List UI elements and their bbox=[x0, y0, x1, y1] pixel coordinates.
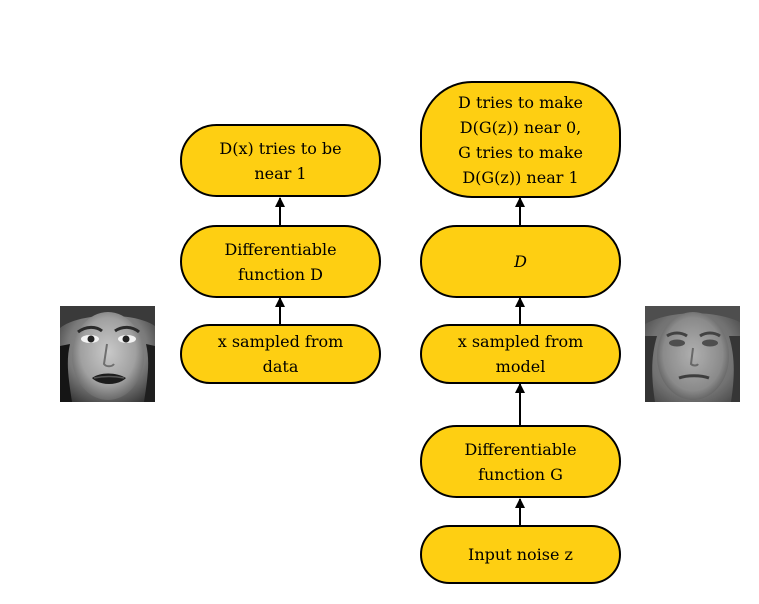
generator-line-1: Differentiable bbox=[464, 439, 577, 459]
model-sample-node: x sampled from model bbox=[420, 324, 621, 384]
game-output-line-3: G tries to make bbox=[458, 142, 583, 162]
discriminator-left-line-2: function D bbox=[238, 264, 323, 284]
real-face-image bbox=[60, 306, 155, 402]
game-output-line-2: D(G(z)) near 0, bbox=[459, 117, 582, 137]
data-sample-line-1: x sampled from bbox=[217, 332, 344, 351]
input-noise-label: Input noise z bbox=[468, 545, 573, 564]
discriminator-node-left: Differentiable function D bbox=[180, 225, 381, 298]
generator-line-2: function G bbox=[478, 464, 563, 484]
input-noise-node: Input noise z bbox=[420, 525, 621, 584]
discriminator-left-line-1: Differentiable bbox=[224, 239, 337, 259]
discriminator-right-label: D bbox=[514, 252, 527, 271]
data-sample-node: x sampled from data bbox=[180, 324, 381, 384]
discriminator-node-right: D bbox=[420, 225, 621, 298]
generated-face-image bbox=[645, 306, 740, 402]
game-output-line-1: D tries to make bbox=[458, 92, 583, 112]
model-sample-line-1: x sampled from bbox=[457, 332, 584, 351]
generator-node: Differentiable function G bbox=[420, 425, 621, 498]
real-output-line-1: D(x) tries to be bbox=[219, 138, 342, 158]
real-output-node: D(x) tries to be near 1 bbox=[180, 124, 381, 197]
data-sample-line-2: data bbox=[262, 357, 299, 376]
model-sample-line-2: model bbox=[495, 357, 546, 376]
game-output-node: D tries to make D(G(z)) near 0, G tries … bbox=[420, 81, 621, 198]
game-output-line-4: D(G(z)) near 1 bbox=[462, 167, 579, 187]
real-output-line-2: near 1 bbox=[254, 163, 307, 183]
